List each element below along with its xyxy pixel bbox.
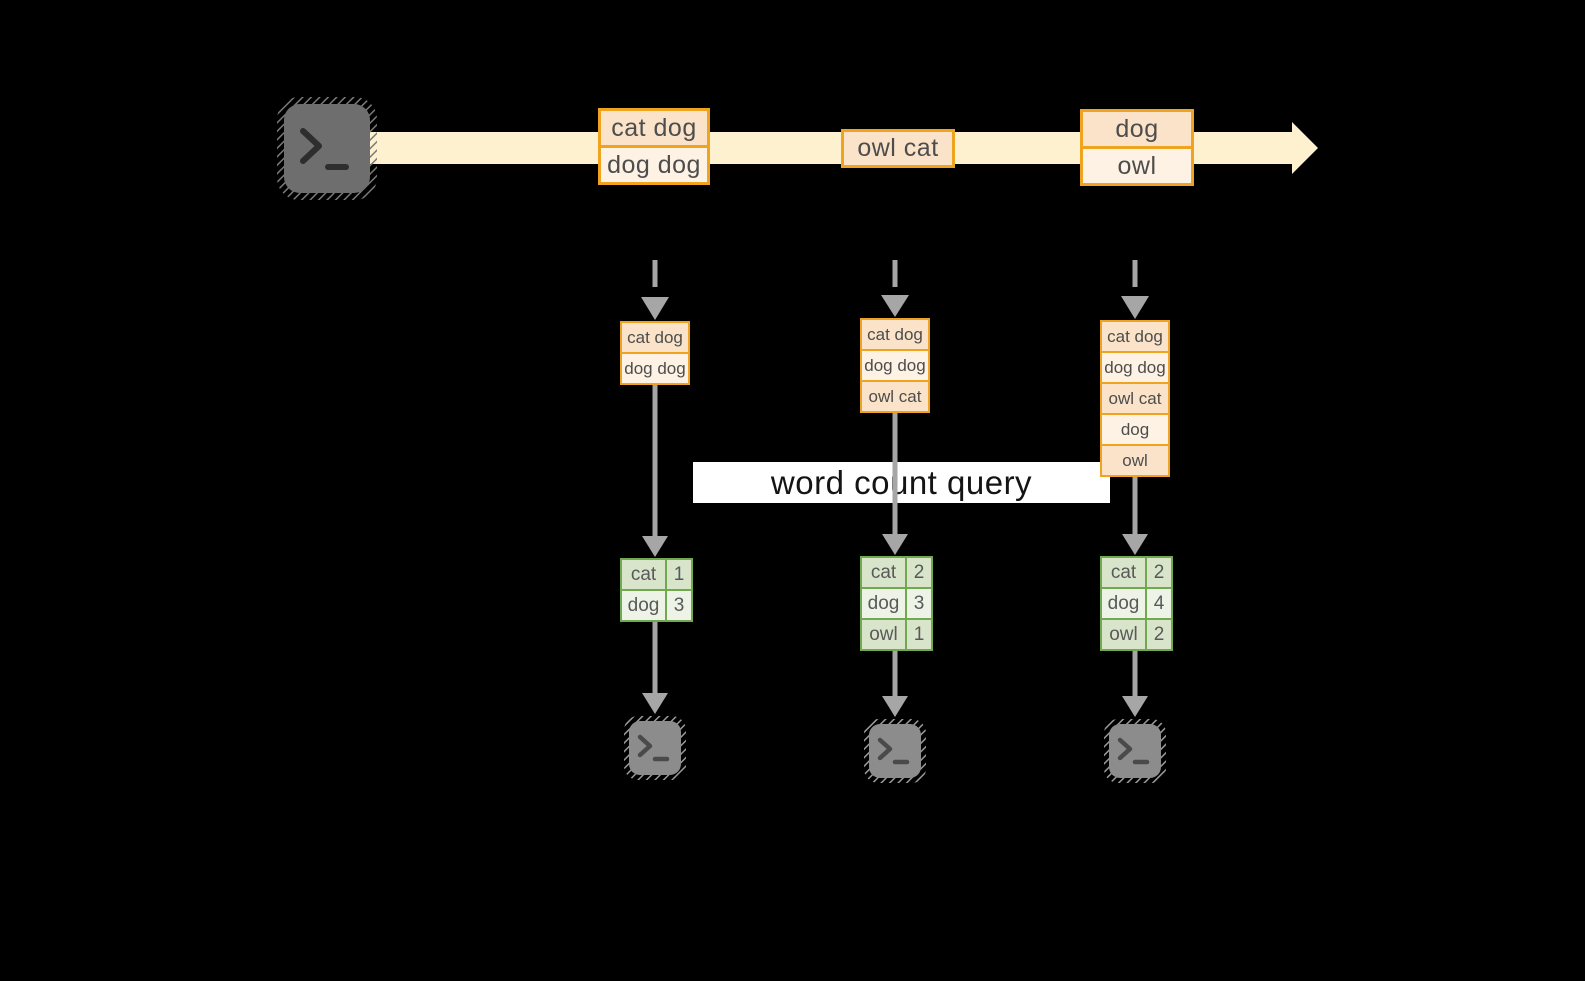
stack-row: dog dog bbox=[622, 352, 688, 383]
stack-row: owl bbox=[1102, 444, 1168, 475]
count-value: 1 bbox=[907, 620, 931, 649]
count-value: 3 bbox=[907, 589, 931, 618]
stream-event-line: cat dog bbox=[601, 111, 707, 145]
dashed-arrow-2 bbox=[881, 260, 909, 317]
count-value: 2 bbox=[1147, 620, 1171, 649]
count-value: 1 bbox=[667, 560, 691, 589]
count-word: owl bbox=[1102, 620, 1145, 649]
count-word: dog bbox=[1102, 589, 1145, 618]
stream-event-line: owl bbox=[1083, 146, 1191, 183]
terminal-icon bbox=[624, 716, 686, 780]
count-word: dog bbox=[622, 591, 665, 620]
count-word: cat bbox=[622, 560, 665, 589]
terminal-prompt-chevron bbox=[1117, 737, 1133, 761]
stack-row: cat dog bbox=[1102, 322, 1168, 351]
event-stack-3: cat dog dog dog owl cat dog owl bbox=[1100, 320, 1170, 477]
event-stack-1: cat dog dog dog bbox=[620, 321, 690, 385]
count-table-3: cat 2 dog 4 owl 2 bbox=[1100, 556, 1173, 651]
word-count-query-text: word count query bbox=[770, 463, 1033, 501]
count-value: 4 bbox=[1147, 589, 1171, 618]
count-table-2: cat 2 dog 3 owl 1 bbox=[860, 556, 933, 651]
stream-event-3: dog owl bbox=[1080, 109, 1194, 186]
stack-row: cat dog bbox=[622, 323, 688, 352]
stream-event-line: dog dog bbox=[601, 145, 707, 182]
stack-row: dog bbox=[1102, 413, 1168, 444]
terminal-prompt-chevron bbox=[300, 128, 322, 164]
stream-event-line: owl cat bbox=[844, 132, 952, 165]
count-word: cat bbox=[862, 558, 905, 587]
terminal-icon-body bbox=[869, 724, 921, 778]
stack-row: dog dog bbox=[1102, 351, 1168, 382]
terminal-prompt-chevron bbox=[877, 737, 893, 761]
event-stack-2: cat dog dog dog owl cat bbox=[860, 318, 930, 413]
terminal-icon bbox=[864, 719, 926, 783]
dashed-arrow-1 bbox=[641, 260, 669, 320]
count-word: owl bbox=[862, 620, 905, 649]
count-word: dog bbox=[862, 589, 905, 618]
stack-row: owl cat bbox=[1102, 382, 1168, 413]
terminal-icon-body bbox=[629, 721, 681, 775]
count-word: cat bbox=[1102, 558, 1145, 587]
terminal-icon-body bbox=[284, 104, 370, 193]
stream-event-line: dog bbox=[1083, 112, 1191, 146]
terminal-icon-body bbox=[1109, 724, 1161, 778]
word-count-query-label: word count query bbox=[693, 462, 1110, 503]
stack-row: owl cat bbox=[862, 380, 928, 411]
terminal-prompt-chevron bbox=[637, 734, 653, 758]
terminal-icon bbox=[1104, 719, 1166, 783]
stack-row: cat dog bbox=[862, 320, 928, 349]
count-value: 3 bbox=[667, 591, 691, 620]
stack-row: dog dog bbox=[862, 349, 928, 380]
dashed-arrow-3 bbox=[1121, 260, 1149, 319]
count-value: 2 bbox=[907, 558, 931, 587]
count-value: 2 bbox=[1147, 558, 1171, 587]
stream-event-2: owl cat bbox=[841, 129, 955, 168]
count-table-1: cat 1 dog 3 bbox=[620, 558, 693, 622]
terminal-icon bbox=[277, 97, 377, 200]
stream-event-1: cat dog dog dog bbox=[598, 108, 710, 185]
